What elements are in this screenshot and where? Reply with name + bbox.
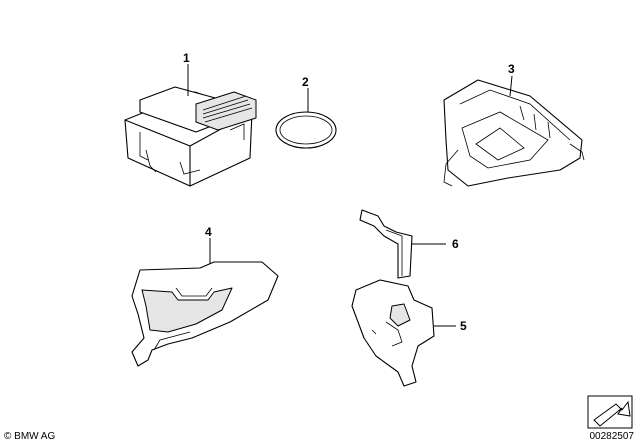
leader-3 — [509, 75, 513, 97]
callout-6: 6 — [452, 237, 459, 251]
part-6-strip[interactable] — [359, 209, 413, 279]
callout-3: 3 — [508, 62, 515, 76]
part-4-cover[interactable] — [131, 261, 279, 367]
callout-5: 5 — [460, 319, 467, 333]
part-2-ring[interactable] — [275, 111, 337, 149]
callout-4: 4 — [205, 225, 212, 239]
part-3-bracket[interactable] — [443, 79, 585, 187]
part-5-plate[interactable] — [351, 279, 435, 387]
arrow-box-icon — [587, 395, 633, 429]
callout-2: 2 — [302, 75, 309, 89]
part-1-control-unit[interactable] — [124, 86, 257, 187]
callout-1: 1 — [183, 51, 190, 65]
copyright-label: © BMW AG — [4, 431, 56, 442]
drawing-number: 00282507 — [589, 431, 635, 442]
